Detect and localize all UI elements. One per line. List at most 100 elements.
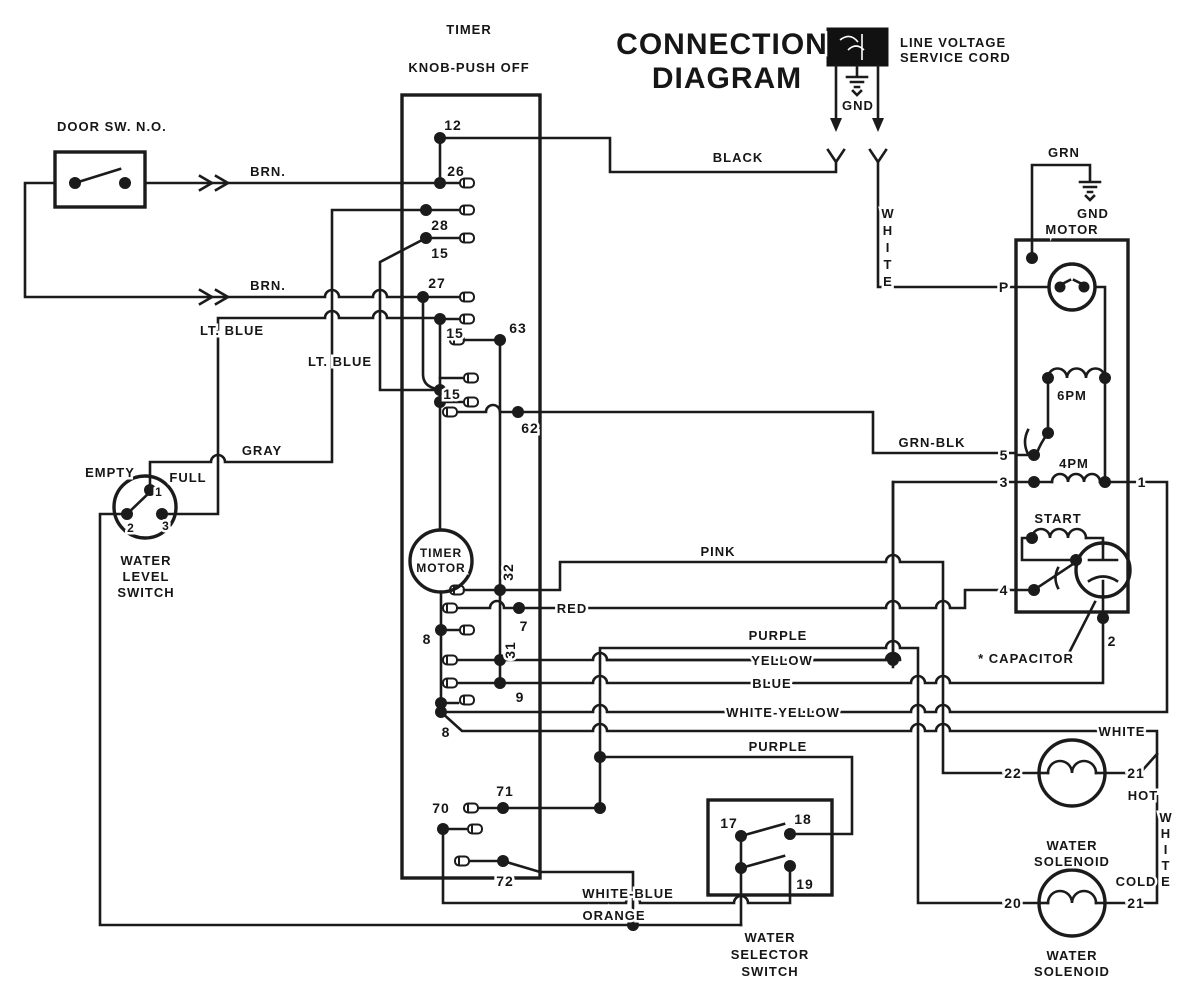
gray-wire-path: [148, 208, 428, 492]
term-7: 7: [520, 618, 529, 634]
door-switch: [53, 150, 147, 209]
term-17: 17: [720, 815, 738, 831]
service-cord: [826, 27, 889, 165]
term-18: 18: [794, 811, 812, 827]
black-wire-path: [438, 136, 838, 174]
yellow-wire-path: [456, 480, 1018, 669]
blue-wire: BLUE: [752, 676, 791, 691]
wls-term-1: 1: [155, 485, 163, 499]
title-1: CONNECTION: [616, 28, 828, 61]
capacitor-label: * CAPACITOR: [978, 651, 1074, 666]
water-solenoid-cold: [1037, 868, 1107, 938]
term-21-cold: 21: [1127, 895, 1145, 911]
term-4: 4: [1000, 582, 1009, 598]
cold-label: COLD: [1116, 874, 1157, 889]
term-19: 19: [796, 876, 814, 892]
term-28: 28: [431, 217, 449, 233]
grn-blk-wire-path: [456, 403, 1018, 455]
white-wire-row: WHITE: [1099, 724, 1146, 739]
term-20: 20: [1004, 895, 1022, 911]
term-9: 9: [516, 689, 525, 705]
wls-term-3: 3: [162, 519, 170, 533]
term-12: 12: [444, 117, 462, 133]
term-8a: 8: [423, 631, 432, 647]
black-wire: BLACK: [713, 150, 764, 165]
connector-y-icon: [826, 148, 846, 165]
wls-term-2: 2: [127, 521, 135, 535]
timer-label-1: TIMER: [446, 22, 491, 37]
grn-wire-path: [1030, 163, 1092, 260]
term-15b: 15: [446, 325, 464, 341]
term-70: 70: [432, 800, 450, 816]
line-voltage-2: SERVICE CORD: [900, 50, 1011, 65]
term-72: 72: [496, 873, 514, 889]
connector-y-icon: [868, 148, 888, 165]
term-32: 32: [500, 563, 516, 581]
arrow-down-icon: [830, 118, 842, 132]
term-27: 27: [428, 275, 446, 291]
connector-arrows-icon: [198, 174, 231, 192]
title-2: DIAGRAM: [652, 62, 802, 95]
white-wire-path: [876, 160, 1018, 289]
term-5: 5: [1000, 447, 1009, 463]
empty-label: EMPTY: [85, 465, 135, 480]
lt-blue1-wire-path: [160, 309, 442, 516]
wls-label-2: LEVEL: [123, 569, 170, 584]
wss-label-3: SWITCH: [741, 964, 798, 979]
ground-icon: [1078, 180, 1102, 202]
red-wire: RED: [557, 601, 587, 616]
arrow-down-icon: [872, 118, 884, 132]
lt-blue-wire-2: LT. BLUE: [308, 354, 372, 369]
timer-junctions: [417, 132, 525, 867]
term-2: 2: [1108, 633, 1117, 649]
gnd-cord: GND: [842, 98, 874, 113]
term-21-hot: 21: [1127, 765, 1145, 781]
term-31: 31: [502, 641, 518, 659]
term-22: 22: [1004, 765, 1022, 781]
orange-wire: ORANGE: [582, 908, 645, 923]
term-15a: 15: [431, 245, 449, 261]
motor-label: MOTOR: [1045, 222, 1098, 237]
pink-wire: PINK: [700, 544, 735, 559]
term-1: 1: [1138, 474, 1147, 490]
brn-wire-2: BRN.: [250, 278, 286, 293]
hot-label: HOT: [1128, 788, 1158, 803]
ws-hot-1: WATER: [1047, 838, 1098, 853]
wss-label-2: SELECTOR: [731, 947, 810, 962]
coil-4pm: 4PM: [1059, 456, 1089, 471]
gnd-motor: GND: [1077, 206, 1109, 221]
coil-6pm-icon: [1046, 367, 1107, 380]
purple-wire-upper: PURPLE: [749, 628, 808, 643]
timer: [400, 93, 542, 880]
coil-icon: [1046, 889, 1098, 905]
connector-arrows-icon: [198, 288, 231, 306]
water-selector-switch: [706, 798, 834, 897]
purple-lower-wire-path: [598, 755, 854, 836]
term-8b: 8: [442, 724, 451, 740]
term-63: 63: [509, 320, 527, 336]
term-71: 71: [496, 783, 514, 799]
brn-wire-1: BRN.: [250, 164, 286, 179]
term-26: 26: [447, 163, 465, 179]
term-3: 3: [1000, 474, 1009, 490]
water-level-switch: [112, 474, 178, 540]
timer-label-2: KNOB-PUSH OFF: [408, 60, 529, 75]
plug-icon: [826, 27, 889, 67]
ws-hot-2: SOLENOID: [1034, 854, 1110, 869]
coil-6pm: 6PM: [1057, 388, 1087, 403]
white-blue-wire: WHITE-BLUE: [582, 886, 674, 901]
orange-wire-path: [98, 512, 743, 927]
wls-label-3: SWITCH: [117, 585, 174, 600]
capacitor-leader: [1066, 600, 1097, 657]
term-62: 62: [521, 420, 539, 436]
wss-label-1: WATER: [745, 930, 796, 945]
door-sw-label: DOOR SW. N.O.: [57, 119, 167, 134]
brn2-wire-path: [23, 181, 425, 299]
junction-dots: [594, 654, 899, 931]
timer-motor-2: MOTOR: [416, 561, 465, 575]
grn-blk-wire: GRN-BLK: [899, 435, 966, 450]
